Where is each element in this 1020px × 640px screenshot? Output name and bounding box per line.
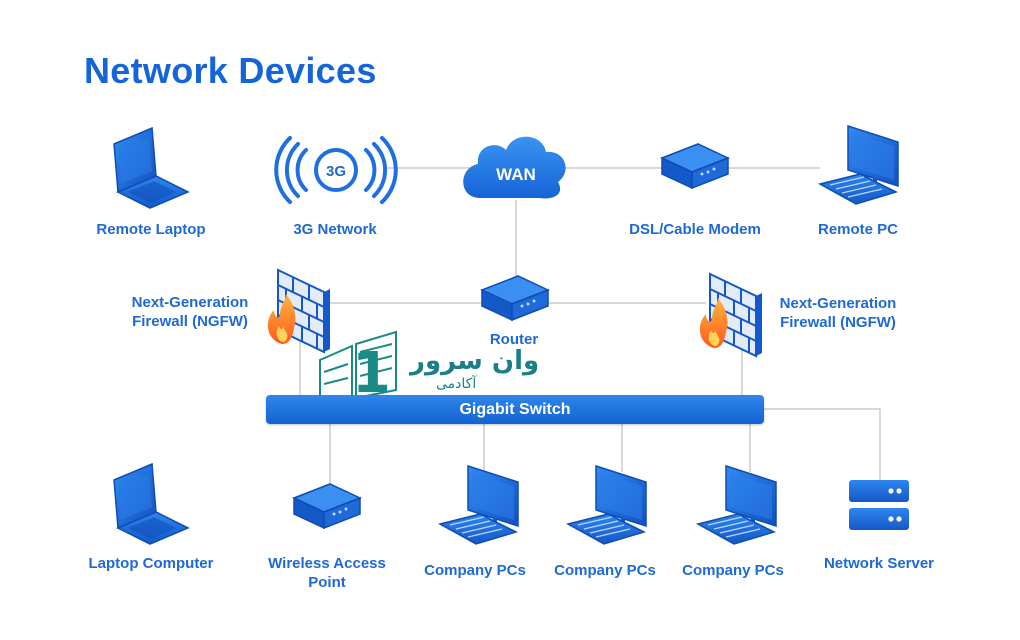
remote-pc-label: Remote PC: [817, 221, 899, 238]
ngfw-right-label-line2: Firewall (NGFW): [780, 314, 896, 331]
firewall-left-icon: [266, 269, 331, 353]
wan-label: WAN: [496, 165, 536, 184]
remote-pc-icon: [818, 124, 900, 206]
wap-label-line1: Wireless Access: [268, 555, 386, 572]
signal-3g-icon: [274, 136, 398, 204]
3g-badge: 3G: [326, 163, 346, 180]
company-pc-2-label: Company PCs: [554, 562, 656, 579]
laptop-computer-icon: [113, 463, 189, 545]
modem-icon: [661, 143, 729, 189]
remote-laptop-icon: [113, 127, 189, 209]
remote-laptop-label: Remote Laptop: [96, 221, 206, 238]
router-label: Router: [489, 331, 539, 348]
router-icon: [481, 275, 549, 321]
laptop-computer-label: Laptop Computer: [88, 555, 214, 572]
cloud-icon: [463, 136, 566, 199]
ngfw-right-label-line1: Next-Generation: [779, 295, 897, 312]
network-server-label: Network Server: [823, 555, 935, 572]
modem-label: DSL/Cable Modem: [629, 221, 761, 238]
company-pc-1-icon: [438, 464, 520, 546]
access-point-icon: [293, 483, 361, 529]
gigabit-switch: Gigabit Switch: [266, 395, 764, 424]
ngfw-left-label-line1: Next-Generation: [131, 294, 249, 311]
company-pc-1-label: Company PCs: [424, 562, 526, 579]
server-icon: [849, 480, 909, 530]
wap-label-line2: Point: [308, 574, 346, 591]
company-pc-3-icon: [696, 464, 778, 546]
ngfw-left-label-line2: Firewall (NGFW): [132, 313, 248, 330]
3g-network-label: 3G Network: [293, 221, 377, 238]
company-pc-2-icon: [566, 464, 648, 546]
watermark-text: وان سرور: [410, 346, 540, 376]
company-pc-3-label: Company PCs: [682, 562, 784, 579]
watermark-subtext: آکادمی: [436, 376, 477, 392]
connection-lines: [299, 167, 881, 486]
firewall-right-icon: [698, 273, 763, 357]
page-title: Network Devices: [84, 50, 377, 91]
